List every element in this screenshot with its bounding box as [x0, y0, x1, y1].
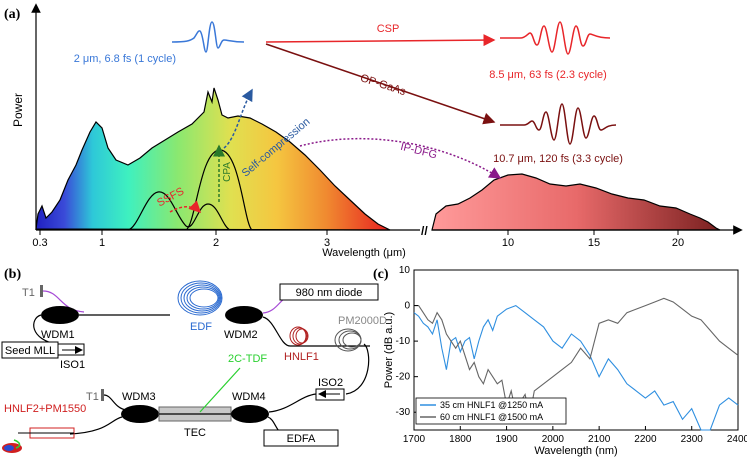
iso2-label: ISO2: [318, 377, 343, 389]
opgaas-pulse-label: 10.7 μm, 120 fs (3.3 cycle): [493, 153, 623, 165]
tick-label: 0.3: [32, 237, 47, 249]
wdm4-coupler: [231, 405, 269, 423]
diode-label: 980 nm diode: [296, 287, 363, 299]
cpa-label: CPA: [222, 162, 233, 182]
y-tick-label: -20: [396, 372, 411, 383]
tick-label: 20: [672, 237, 684, 249]
seed-spectrum-curve: [127, 191, 231, 231]
edf-coil: [177, 280, 223, 316]
csp-pulse-waveform: [500, 21, 611, 55]
x-tick-label: 2000: [542, 434, 565, 445]
pump-fiber-left: [42, 290, 85, 313]
iso1-label: ISO1: [60, 359, 85, 371]
output-beam-green: [13, 439, 21, 449]
selfcompression-arrow: [223, 88, 253, 149]
fiber-wdm2-hnlf1: [262, 316, 370, 347]
panel-c-ticks: 1700 1800 1900 2000 2100 2200 2300 2400 10 0 -10 -2…: [396, 265, 747, 445]
pm2000d-coil: [334, 328, 362, 352]
legend-entry-35cm: 35 cm HNLF1 @1250 mA: [440, 400, 543, 410]
legend-entry-60cm: 60 cm HNLF1 @1500 mA: [440, 412, 543, 422]
panel-b-label: (b): [4, 267, 21, 282]
fiber-wdm4-iso2: [268, 393, 317, 413]
panel-a-label: (a): [4, 7, 21, 22]
panel-a-xlabel: Wavelength (μm): [322, 247, 406, 259]
supercontinuum-spectrum: [35, 87, 391, 231]
tec-label: TEC: [184, 427, 206, 439]
axis-break-mark: //: [421, 224, 428, 238]
x-tick-label: 2200: [634, 434, 657, 445]
y-tick-label: 0: [404, 301, 410, 312]
hnlf1-label: HNLF1: [284, 351, 319, 363]
wdm2-label: WDM2: [224, 329, 258, 341]
opgaas-label: OP-GaAs: [359, 72, 408, 98]
wdm2-coupler: [225, 306, 263, 324]
tick-label: 15: [588, 237, 600, 249]
panel-a-ylabel: Power: [11, 93, 25, 127]
seed-mll-label: Seed MLL: [5, 345, 55, 357]
tick-label: 2: [213, 237, 219, 249]
tick-label: 3: [324, 237, 330, 249]
tdf-pointer: [199, 367, 241, 413]
ipdfg-label: IP-DFG: [399, 141, 438, 162]
fiber-t1-wdm3: [103, 394, 127, 411]
panel-c-ylabel: Power (dB a.u.): [383, 312, 395, 388]
input-pulse-waveform: [171, 21, 245, 53]
y-tick-label: -30: [396, 407, 411, 418]
wdm1-label: WDM1: [41, 329, 75, 341]
tdf-label: 2C-TDF: [228, 353, 267, 365]
hnlf1-coil: [289, 326, 309, 346]
fiber-wdm3-hnlf2: [69, 416, 123, 435]
t1-bottom-label: T1: [86, 391, 99, 403]
y-tick-label: 10: [399, 265, 411, 276]
ipdfg-arrow: [299, 137, 502, 179]
series-line-1: [414, 297, 739, 416]
csp-label: CSP: [377, 23, 400, 35]
panel-b: (b) T1 WDM1 EDF WDM2 980 nm diode Seed M…: [1, 267, 387, 453]
panel-c-label: (c): [373, 267, 389, 282]
panel-c: (c) 1700 1800 1900 2000 2100 2200 2300 2400 10 0 -…: [373, 265, 747, 457]
tick-label: 1: [99, 237, 105, 249]
panel-c-xlabel: Wavelength (nm): [534, 445, 617, 457]
wdm3-label: WDM3: [122, 391, 156, 403]
wdm4-label: WDM4: [232, 391, 266, 403]
series-line-0: [413, 304, 739, 431]
wdm1-coupler: [41, 306, 79, 324]
x-tick-label: 1900: [495, 434, 518, 445]
panel-c-series: [413, 297, 739, 431]
ipdfg-spectrum: [431, 173, 721, 231]
edfa-label: EDFA: [287, 433, 316, 445]
edfa-box: [263, 429, 339, 447]
x-tick-label: 2300: [681, 434, 704, 445]
x-tick-label: 1800: [449, 434, 472, 445]
fiber-pm2000d-iso2: [345, 343, 370, 395]
tick-label: 10: [502, 237, 514, 249]
panel-a-ticks: 0.3 1 2 3 10 15 20: [32, 230, 684, 249]
diode-box: [279, 283, 379, 301]
legend-box: [415, 397, 567, 425]
input-pulse-label: 2 μm, 6.8 fs (1 cycle): [74, 53, 176, 65]
x-tick-label: 2400: [727, 434, 747, 445]
csp-arrow: [265, 34, 496, 47]
edf-label: EDF: [190, 321, 212, 333]
csp-pulse-label: 8.5 μm, 63 fs (2.3 cycle): [489, 69, 607, 81]
ssfs-arrow: [169, 200, 202, 214]
pm2000d-label: PM2000D: [338, 315, 387, 327]
opgaas-pulse-waveform: [500, 103, 617, 145]
t1-top-terminator: [40, 285, 43, 297]
panel-a: (a) Power // 0.3 1 2 3 10 15 20 W: [4, 3, 743, 259]
x-tick-label: 1700: [403, 434, 426, 445]
hnlf2-label: HNLF2+PM1550: [4, 403, 86, 415]
output-beam-blue: [4, 445, 14, 451]
panel-c-legend: 35 cm HNLF1 @1250 mA 60 cm HNLF1 @1500 m…: [415, 397, 567, 425]
t1-top-label: T1: [22, 287, 35, 299]
x-tick-label: 2100: [588, 434, 611, 445]
wdm3-coupler: [121, 405, 159, 423]
y-tick-label: -10: [396, 336, 411, 347]
opgaas-arrow: [265, 43, 496, 125]
t1-bottom-terminator: [101, 389, 104, 401]
